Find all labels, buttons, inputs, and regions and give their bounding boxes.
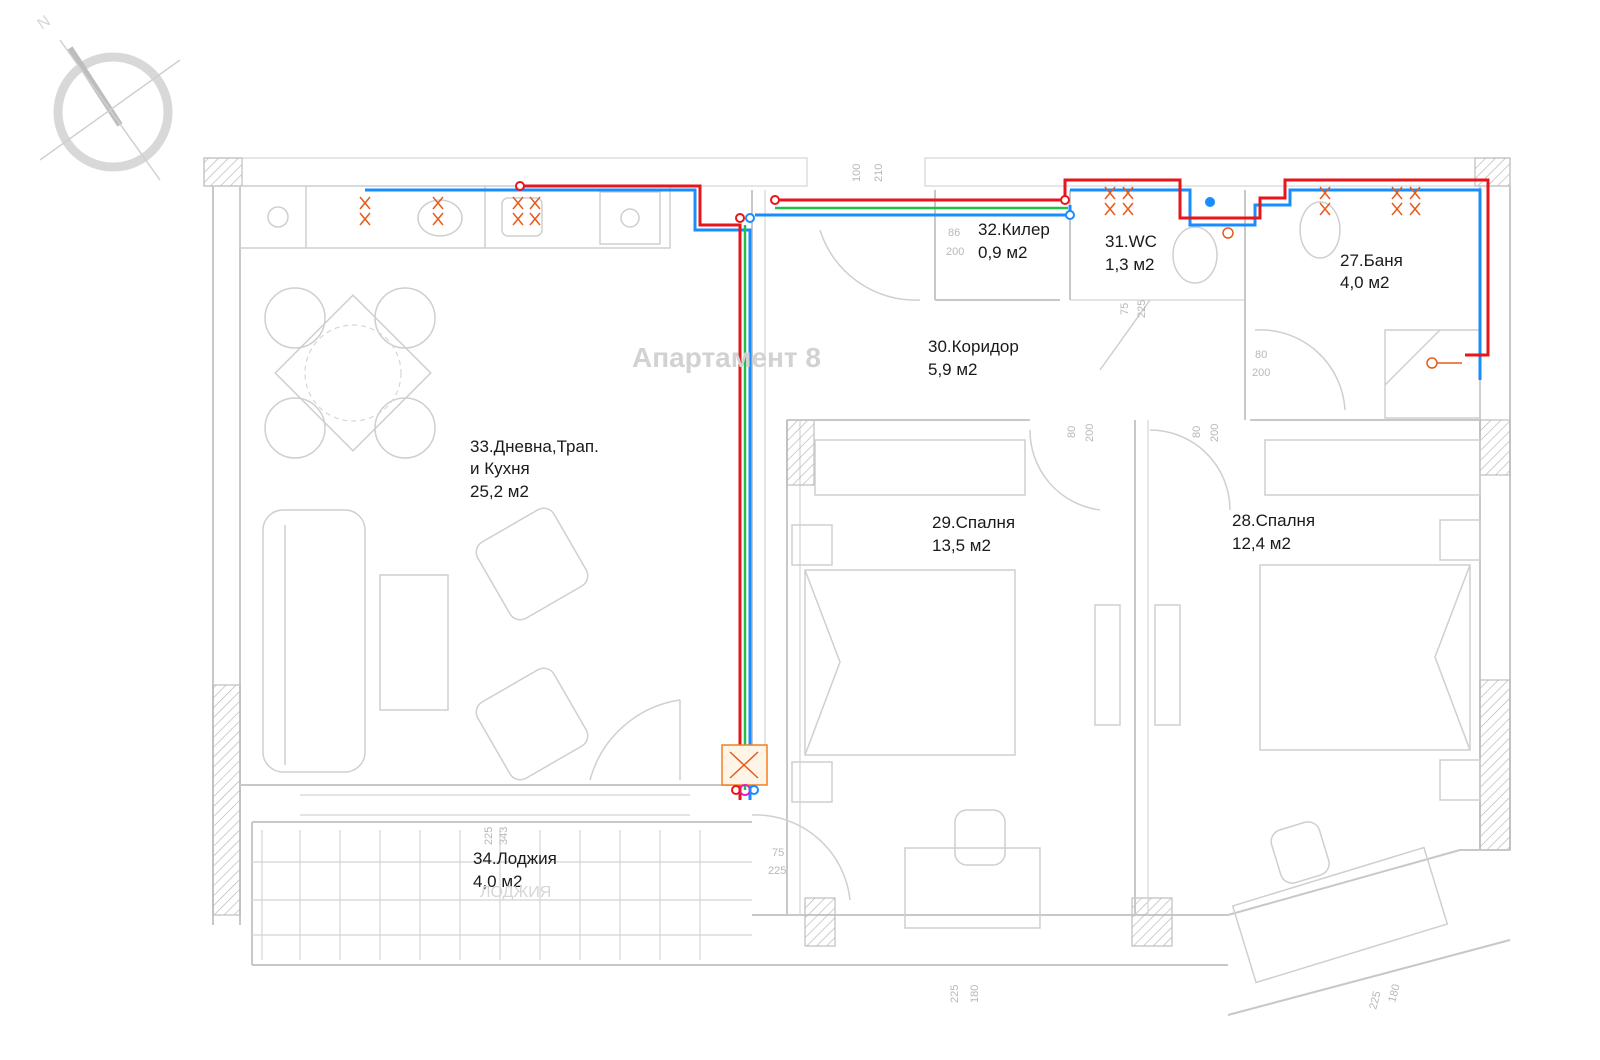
room-32-name: 32.Килер [978, 220, 1050, 239]
dim-bed29-door-a: 80 [1066, 426, 1078, 438]
pipe-network [365, 178, 1490, 800]
room-33-name: 33.Дневна,Трап. [470, 437, 599, 456]
room-29-area: 13,5 м2 [932, 536, 991, 555]
dim-top-window-b: 210 [873, 164, 885, 182]
north-arrow-icon: N [35, 13, 181, 181]
valve-icons [359, 181, 1462, 796]
dim-bottom-right-a: 225 [1367, 990, 1383, 1011]
dim-wc-door-a: 75 [1119, 303, 1131, 315]
room-27-name: 27.Баня [1340, 251, 1403, 270]
dim-kiler-door-a: 86 [948, 227, 960, 239]
dim-bed29-door-b: 200 [1084, 424, 1096, 442]
dim-bottom-win-b: 180 [969, 985, 981, 1003]
dim-wc-door-b: 225 [1136, 300, 1148, 318]
room-labels: 27.Баня 4,0 м2 28.Спалня 12,4 м2 29.Спал… [470, 220, 1403, 901]
room-34-area: 4,0 м2 [473, 872, 523, 891]
dim-bath-door-a: 80 [1255, 349, 1267, 361]
dim-loggia-door-b: 225 [768, 865, 786, 877]
dim-bottom-right-b: 180 [1386, 983, 1402, 1004]
dimension-labels: 100 210 86 200 75 225 80 200 80 200 80 2… [483, 164, 1403, 1011]
room-27-area: 4,0 м2 [1340, 273, 1390, 292]
room-30-area: 5,9 м2 [928, 360, 978, 379]
dim-bottom-win-a: 225 [949, 985, 961, 1003]
room-33-area: 25,2 м2 [470, 482, 529, 501]
room-29-name: 29.Спалня [932, 513, 1015, 532]
dim-bed28-door-b: 200 [1209, 424, 1221, 442]
room-32-area: 0,9 м2 [978, 243, 1028, 262]
dim-bed28-door-a: 80 [1191, 426, 1203, 438]
room-33-name-line2: и Кухня [470, 459, 530, 478]
room-28-name: 28.Спалня [1232, 511, 1315, 530]
dim-loggia-win-b: 225 [483, 827, 495, 845]
walls [203, 157, 1511, 1016]
room-34-name: 34.Лоджия [473, 849, 557, 868]
loggia-ghost-label: ЛОДЖИЯ [480, 884, 551, 901]
room-28-area: 12,4 м2 [1232, 534, 1291, 553]
room-30-name: 30.Коридор [928, 337, 1019, 356]
room-31-area: 1,3 м2 [1105, 255, 1155, 274]
apartment-title: Апартамент 8 [632, 342, 821, 373]
room-31-name: 31.WC [1105, 232, 1157, 251]
dim-loggia-door-a: 75 [772, 847, 784, 859]
dim-top-window-a: 100 [851, 164, 863, 182]
dim-loggia-win-a: 343 [498, 827, 510, 845]
dim-kiler-door-b: 200 [946, 246, 964, 258]
north-label: N [35, 13, 54, 34]
dim-bath-door-b: 200 [1252, 367, 1270, 379]
